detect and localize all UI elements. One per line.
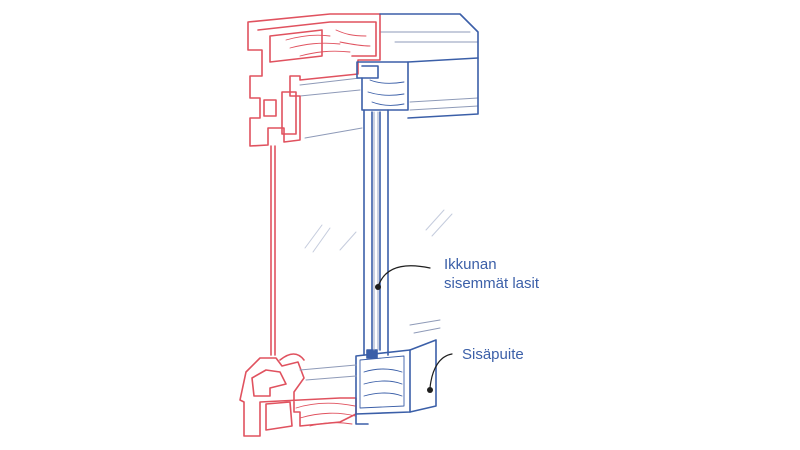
- callout-inner-glass-line2: sisemmät lasit: [444, 275, 540, 292]
- top-rails: [299, 31, 479, 139]
- outer-frame: [239, 13, 381, 437]
- dot-inner-sash: [427, 387, 433, 393]
- callout-leaders: [377, 265, 453, 389]
- dot-inner-glass: [375, 284, 381, 290]
- callout-inner-sash-label: Sisäpuite: [462, 346, 524, 363]
- inner-sash: [355, 13, 479, 425]
- callout-inner-glass-line1: Ikkunan: [444, 256, 497, 273]
- callout-inner-glass-label: Ikkunan sisemmät lasit: [444, 255, 539, 293]
- leader-inner-glass: [377, 265, 431, 288]
- bottom-rails: [299, 319, 441, 381]
- glass-reflections: [304, 209, 453, 253]
- leader-inner-sash: [429, 353, 453, 389]
- glass-panes: [373, 111, 379, 351]
